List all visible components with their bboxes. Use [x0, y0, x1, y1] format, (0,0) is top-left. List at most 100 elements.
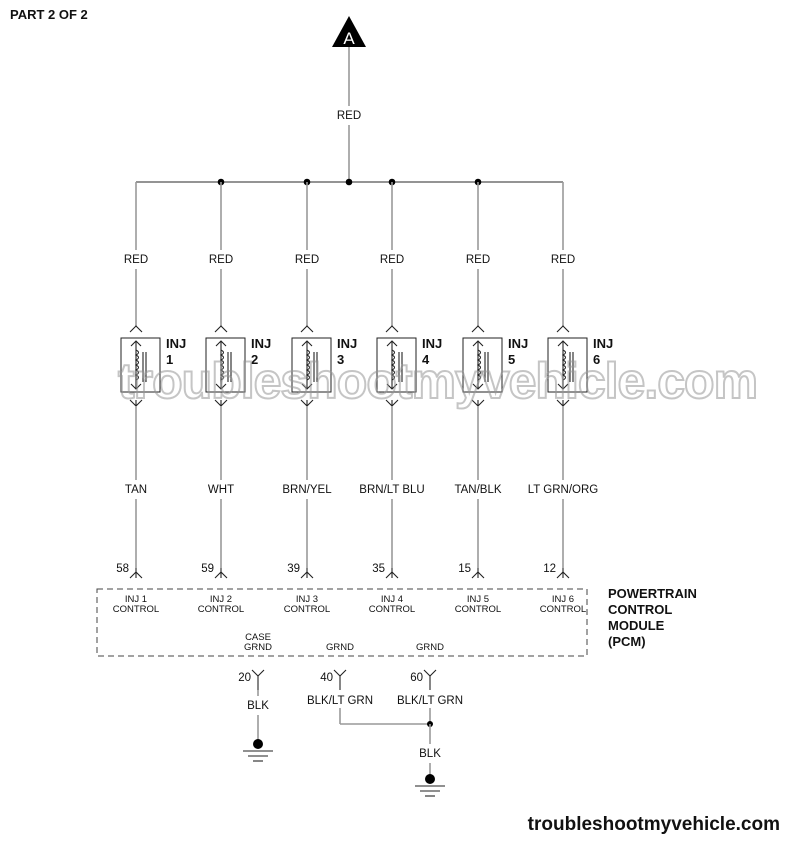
- pcm-circuit-label: INJ 6: [552, 594, 574, 605]
- pcm-title: CONTROL: [608, 602, 672, 617]
- connector-terminal-icon: [471, 571, 485, 579]
- ground-wire-label: BLK: [419, 748, 441, 760]
- pcm-circuit-label: INJ 5: [467, 594, 489, 605]
- connector-terminal-icon: [129, 325, 143, 333]
- pcm-title: MODULE: [608, 618, 665, 633]
- pcm-circuit-label: CONTROL: [284, 604, 330, 615]
- pcm-circuit-label: CONTROL: [369, 604, 415, 615]
- feed-wire-label: RED: [380, 254, 404, 266]
- ground-label: CASE: [245, 632, 271, 643]
- ground-60: GRND 60: [410, 642, 444, 690]
- ground-label: GRND: [326, 642, 354, 653]
- injector-label: INJ: [593, 336, 613, 351]
- connector-terminal-icon: [300, 325, 314, 333]
- injector-number: 5: [508, 352, 515, 367]
- ground-pin-number: 20: [238, 672, 251, 684]
- wire-color-label: RED: [337, 110, 361, 122]
- injector-box: [462, 337, 503, 393]
- feed-wire-label: RED: [551, 254, 575, 266]
- pcm-pin-number: 15: [458, 563, 471, 575]
- control-wire-label: WHT: [208, 484, 234, 496]
- pcm-pin-number: 12: [543, 563, 556, 575]
- control-wire-label: BRN/LT BLU: [359, 484, 424, 496]
- arrow-up-icon: [215, 340, 227, 347]
- arrow-up-icon: [130, 340, 142, 347]
- arrow-down-icon: [130, 383, 142, 390]
- pcm-circuit-label: INJ 4: [381, 594, 403, 605]
- control-wire-label: TAN/BLK: [454, 484, 501, 496]
- ground-pin-number: 60: [410, 672, 423, 684]
- power-bus: [136, 178, 563, 186]
- connector-terminal-icon: [129, 571, 143, 579]
- pcm-title: POWERTRAIN: [608, 586, 697, 601]
- pcm-circuit-label: INJ 2: [210, 594, 232, 605]
- pcm-circuit-label: CONTROL: [198, 604, 244, 615]
- connector-terminal-icon: [333, 669, 347, 677]
- connector-terminal-icon: [300, 571, 314, 579]
- arrow-down-icon: [301, 383, 313, 390]
- coil-icon: [476, 349, 481, 381]
- arrow-down-icon: [557, 383, 569, 390]
- ground-40: GRND 40: [320, 642, 354, 690]
- coil-icon: [219, 349, 224, 381]
- injector-number: 1: [166, 352, 173, 367]
- pcm-title: (PCM): [608, 634, 646, 649]
- ground-label: GRND: [416, 642, 444, 653]
- feed-wire-label: RED: [295, 254, 319, 266]
- connector-terminal-icon: [556, 325, 570, 333]
- ground-pin-number: 40: [320, 672, 333, 684]
- connector-terminal-icon: [385, 571, 399, 579]
- connector-terminal-icon: [251, 669, 265, 677]
- injector-box: [547, 337, 588, 393]
- injector-box: [205, 337, 246, 393]
- connector-a: A RED: [332, 16, 366, 182]
- footer-url: troubleshootmyvehicle.com: [527, 814, 780, 835]
- feed-wire-label: RED: [124, 254, 148, 266]
- injector-number: 2: [251, 352, 258, 367]
- ground-label: GRND: [244, 642, 272, 653]
- connector-terminal-icon: [471, 325, 485, 333]
- control-wire-label: TAN: [125, 484, 147, 496]
- injector-box: [376, 337, 417, 393]
- injector-label: INJ: [508, 336, 528, 351]
- injector-number: 3: [337, 352, 344, 367]
- injector-number: 6: [593, 352, 600, 367]
- splice-dot-icon: [345, 178, 353, 186]
- watermark: troubleshootmyvehicle.com: [117, 352, 759, 410]
- connector-terminal-icon: [214, 571, 228, 579]
- part-label: PART 2 OF 2: [10, 7, 88, 22]
- ground-wire-label: BLK/LT GRN: [307, 695, 373, 707]
- ground-dot-icon: [425, 774, 435, 784]
- ground-wire-label: BLK: [247, 700, 269, 712]
- connector-terminal-icon: [556, 571, 570, 579]
- injector-box: [291, 337, 332, 393]
- pcm-circuit-label: CONTROL: [540, 604, 586, 615]
- arrow-down-icon: [215, 383, 227, 390]
- arrow-up-icon: [557, 340, 569, 347]
- coil-icon: [390, 349, 395, 381]
- arrow-up-icon: [472, 340, 484, 347]
- arrow-down-icon: [386, 383, 398, 390]
- coil-icon: [305, 349, 310, 381]
- pcm-pin-number: 59: [201, 563, 214, 575]
- coil-icon: [134, 349, 139, 381]
- arrow-down-icon: [472, 383, 484, 390]
- connector-terminal-icon: [385, 325, 399, 333]
- feed-wire-label: RED: [209, 254, 233, 266]
- ground-dot-icon: [253, 739, 263, 749]
- injector-label: INJ: [251, 336, 271, 351]
- injector-number: 4: [422, 352, 430, 367]
- pcm-circuit-label: CONTROL: [455, 604, 501, 615]
- connector-terminal-icon: [214, 325, 228, 333]
- connector-label: A: [343, 29, 355, 48]
- pcm-pin-number: 39: [287, 563, 300, 575]
- injector-label: INJ: [166, 336, 186, 351]
- case-ground: BLK: [243, 690, 273, 762]
